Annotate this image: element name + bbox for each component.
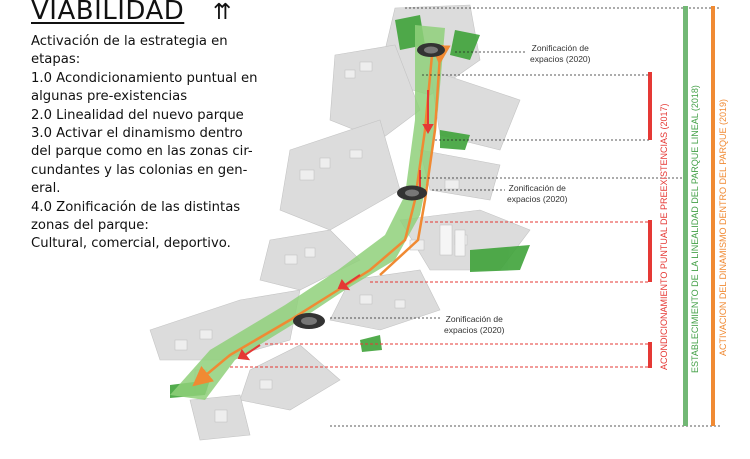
desc-line: 1.0 Acondicionamiento puntual en (31, 70, 258, 86)
phase-label-preexistencias: ACONDICIONAMIENTO PUNTUAL DE PREEXISTENC… (659, 103, 669, 370)
red-phase-bars (648, 72, 652, 368)
roundabout-nodes (293, 43, 445, 329)
strategy-description: Activación de la estrategia en etapas: 1… (31, 33, 258, 254)
red-phase-lines (230, 221, 650, 368)
red-arrows (237, 90, 434, 361)
desc-line: cundantes y las colonias en gen- (31, 162, 248, 178)
double-arrow-up-icon: ⇈ (213, 0, 232, 25)
green-phase-bar (683, 6, 688, 426)
zoning-label-line: expacios (2020) (507, 193, 568, 204)
desc-line: 2.0 Linealidad del nuevo parque (31, 107, 244, 123)
zoning-label-north: Zonificación de expacios (2020) (530, 43, 590, 64)
leader-lines (330, 7, 720, 427)
desc-line: Cultural, comercial, deportivo. (31, 236, 231, 252)
desc-line: etapas: (31, 52, 81, 68)
zoning-label-line: Zonificación de (445, 314, 503, 324)
page-title: VIABILIDAD (31, 0, 185, 26)
phase-label-dinamismo: ACTIVACION DEL DINAMISMO DENTRO DEL PARQ… (718, 98, 728, 356)
zoning-label-center: Zonificación de expacios (2020) (507, 183, 567, 204)
desc-line: algunas pre-existencias (31, 89, 188, 105)
park-corridor (170, 25, 445, 400)
desc-line: Activación de la estrategia en (31, 34, 228, 49)
desc-line: eral. (31, 181, 61, 197)
desc-line: del parque como en las zonas cir- (31, 144, 253, 160)
zoning-label-south: Zonificación de expacios (2020) (444, 314, 504, 335)
green-phase-bar-fade (683, 6, 688, 426)
desc-line: zonas del parque: (31, 218, 149, 234)
desc-line: 3.0 Activar el dinamismo dentro (31, 126, 243, 142)
zoning-label-line: Zonificación de (508, 183, 566, 193)
zoning-label-line: expacios (2020) (530, 53, 591, 64)
zoning-label-line: Zonificación de (531, 43, 589, 53)
orange-phase-bar (711, 6, 715, 426)
phase-label-linealidad: ESTABLECIMIENTO DE LA LINEALIDAD DEL PAR… (690, 85, 700, 373)
desc-line: 4.0 Zonificación de las distintas (31, 199, 241, 215)
zoning-label-line: expacios (2020) (444, 324, 505, 335)
orange-route (192, 44, 451, 387)
